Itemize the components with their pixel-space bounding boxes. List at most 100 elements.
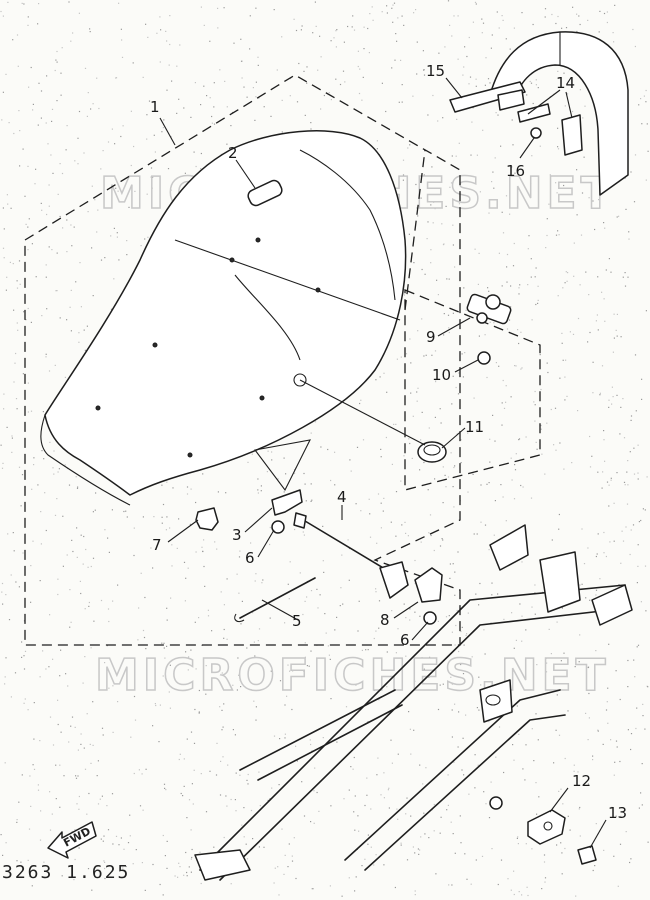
speckle bbox=[546, 234, 548, 237]
speckle bbox=[439, 832, 441, 834]
speckle bbox=[454, 644, 456, 646]
speckle bbox=[565, 359, 567, 361]
speckle bbox=[306, 665, 308, 667]
speckle bbox=[500, 859, 503, 861]
callout-4: 4 bbox=[337, 488, 347, 506]
drawing-code: 3263 1.625 bbox=[2, 862, 130, 883]
speckle bbox=[194, 82, 196, 84]
speckle bbox=[461, 626, 463, 628]
speckle bbox=[107, 537, 109, 539]
speckle bbox=[163, 647, 165, 649]
speckle bbox=[641, 763, 643, 765]
speckle bbox=[619, 433, 621, 435]
speckle bbox=[576, 169, 578, 171]
speckle bbox=[501, 402, 503, 404]
speckle bbox=[602, 471, 604, 473]
speckle bbox=[640, 98, 642, 100]
speckle bbox=[618, 584, 620, 586]
speckle bbox=[27, 307, 29, 310]
speckle bbox=[553, 444, 555, 446]
speckle bbox=[261, 582, 263, 584]
speckle bbox=[19, 165, 21, 167]
speckle bbox=[430, 249, 432, 251]
speckle bbox=[493, 534, 495, 536]
speckle bbox=[551, 13, 553, 16]
speckle bbox=[361, 865, 363, 867]
speckle bbox=[252, 87, 254, 89]
speckle bbox=[482, 22, 485, 24]
speckle bbox=[300, 29, 302, 31]
speckle bbox=[592, 869, 594, 872]
speckle bbox=[223, 637, 225, 639]
speckle bbox=[115, 77, 118, 79]
speckle bbox=[317, 607, 319, 609]
speckle bbox=[475, 78, 477, 80]
speckle bbox=[383, 864, 385, 866]
speckle bbox=[188, 799, 191, 801]
speckle bbox=[255, 81, 257, 83]
speckle bbox=[472, 21, 474, 23]
speckle bbox=[553, 762, 555, 764]
speckle bbox=[602, 743, 604, 745]
speckle bbox=[603, 849, 605, 851]
speckle bbox=[12, 532, 14, 534]
speckle bbox=[150, 176, 152, 178]
speckle bbox=[433, 803, 435, 806]
speckle bbox=[30, 601, 32, 603]
speckle bbox=[166, 666, 168, 668]
speckle bbox=[144, 238, 146, 240]
speckle bbox=[190, 649, 192, 651]
speckle bbox=[476, 429, 478, 431]
speckle bbox=[291, 855, 293, 857]
assembly-boundary-right-dashed bbox=[404, 289, 541, 491]
speckle bbox=[408, 711, 410, 713]
speckle bbox=[379, 376, 381, 378]
speckle bbox=[18, 801, 20, 803]
speckle bbox=[249, 15, 251, 17]
speckle bbox=[446, 809, 448, 811]
speckle bbox=[106, 805, 108, 807]
speckle bbox=[31, 885, 33, 887]
speckle bbox=[190, 731, 193, 733]
speckle bbox=[314, 1, 316, 3]
speckle bbox=[77, 749, 79, 751]
speckle bbox=[458, 372, 460, 374]
speckle bbox=[417, 387, 419, 389]
speckle bbox=[12, 263, 14, 265]
speckle bbox=[463, 774, 465, 776]
speckle bbox=[200, 773, 202, 775]
speckle bbox=[341, 895, 343, 897]
speckle bbox=[15, 581, 17, 583]
speckle bbox=[622, 276, 624, 278]
speckle bbox=[88, 605, 90, 607]
speckle bbox=[301, 781, 303, 783]
speckle bbox=[558, 528, 560, 530]
speckle bbox=[423, 668, 425, 670]
speckle bbox=[159, 883, 161, 886]
speckle bbox=[289, 670, 291, 672]
speckle bbox=[90, 762, 92, 764]
speckle bbox=[104, 529, 106, 531]
speckle bbox=[394, 59, 396, 61]
speckle bbox=[198, 689, 200, 692]
speckle bbox=[557, 295, 559, 297]
speckle bbox=[454, 465, 456, 467]
speckle bbox=[260, 490, 262, 492]
speckle bbox=[221, 672, 223, 674]
speckle bbox=[592, 392, 594, 394]
speckle bbox=[424, 833, 426, 835]
speckle bbox=[360, 399, 362, 401]
speckle bbox=[544, 8, 547, 10]
speckle bbox=[45, 353, 47, 355]
speckle bbox=[563, 72, 565, 74]
speckle bbox=[538, 796, 540, 798]
speckle bbox=[221, 709, 223, 711]
speckle bbox=[188, 866, 190, 868]
speckle bbox=[455, 386, 457, 389]
speckle bbox=[206, 95, 208, 97]
speckle bbox=[485, 803, 487, 805]
speckle bbox=[58, 468, 60, 470]
speckle bbox=[68, 1, 70, 3]
speckle bbox=[84, 768, 87, 770]
speckle bbox=[251, 453, 253, 455]
